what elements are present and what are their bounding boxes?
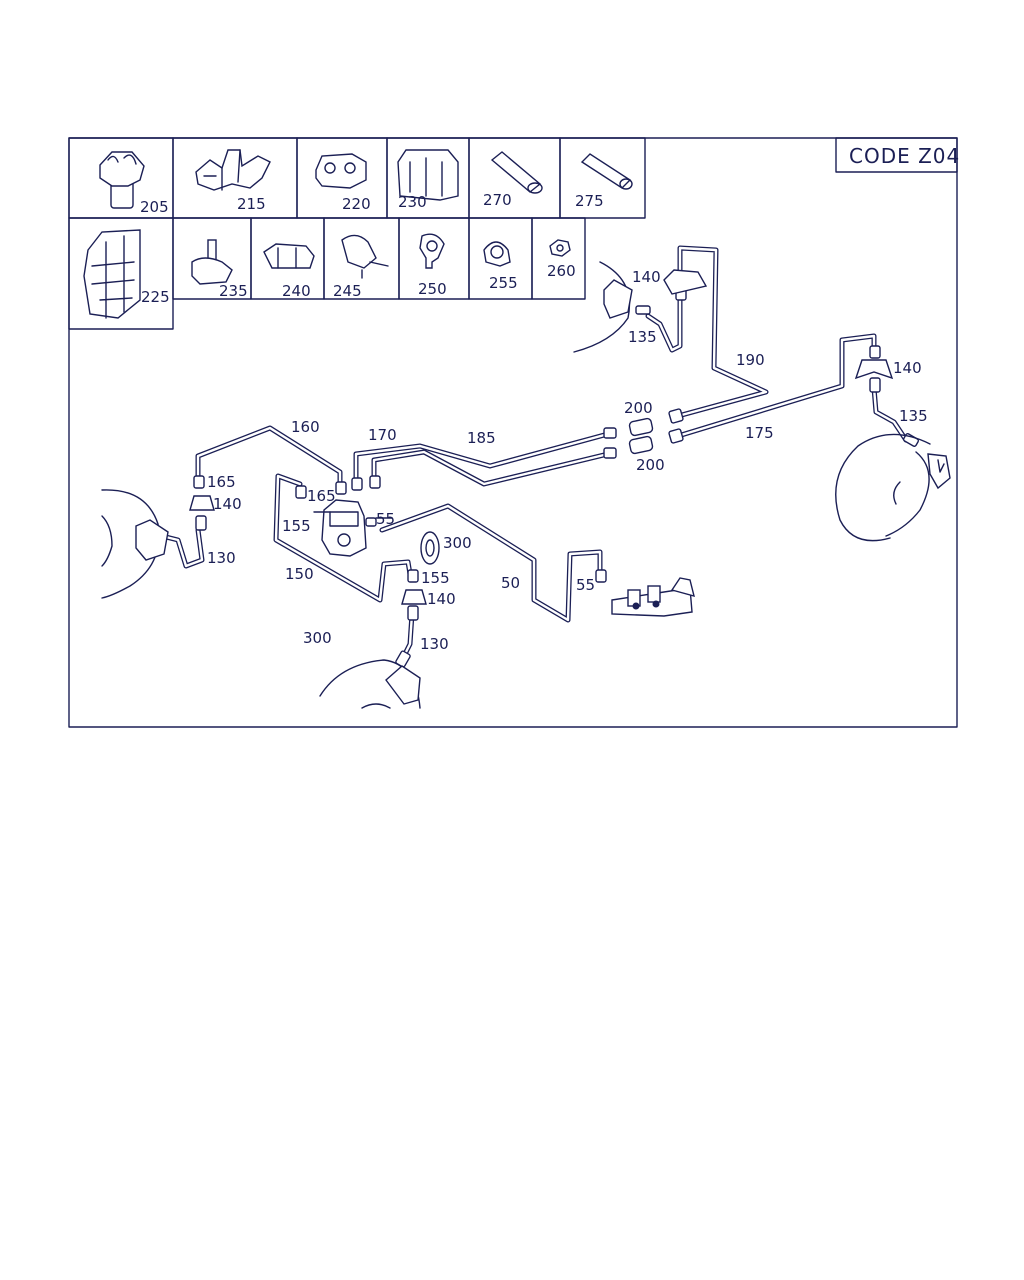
callout-300-low: 300 bbox=[303, 629, 332, 647]
part-label-235: 235 bbox=[219, 282, 248, 300]
callout-155-low: 155 bbox=[421, 569, 450, 587]
part-label-230: 230 bbox=[398, 193, 427, 211]
wheel-bottom bbox=[319, 659, 421, 709]
part-215-clip-icon bbox=[195, 149, 271, 191]
callout-55-mid: 55 bbox=[376, 510, 395, 528]
part-label-255: 255 bbox=[489, 274, 518, 292]
callout-140-low: 140 bbox=[427, 590, 456, 608]
part-250-clip-icon bbox=[419, 233, 445, 269]
callout-190: 190 bbox=[736, 351, 765, 369]
callout-50: 50 bbox=[501, 574, 520, 592]
connector-200-pair bbox=[628, 417, 654, 455]
pipe-fittings bbox=[151, 285, 920, 668]
part-225-bracket-icon bbox=[83, 229, 141, 319]
thumbnail-grid bbox=[68, 137, 646, 330]
bracket-140-low bbox=[401, 589, 427, 605]
code-box: CODE Z04 bbox=[835, 137, 960, 173]
part-220-clip-icon bbox=[315, 153, 367, 189]
part-label-275: 275 bbox=[575, 192, 604, 210]
diagram-frame bbox=[68, 137, 958, 728]
part-label-270: 270 bbox=[483, 191, 512, 209]
part-label-225: 225 bbox=[141, 288, 170, 306]
callout-155-mid: 155 bbox=[282, 517, 311, 535]
callout-200-top: 200 bbox=[624, 399, 653, 417]
part-230-clip-icon bbox=[397, 149, 459, 201]
pipe-175 bbox=[675, 333, 877, 439]
callouts: 140 135 190 140 135 200 200 175 160 170 … bbox=[207, 268, 928, 653]
callout-170: 170 bbox=[368, 426, 397, 444]
callout-160: 160 bbox=[291, 418, 320, 436]
callout-175: 175 bbox=[745, 424, 774, 442]
callout-150: 150 bbox=[285, 565, 314, 583]
callout-300-mid: 300 bbox=[443, 534, 472, 552]
bracket-140-top bbox=[663, 269, 708, 295]
callout-165-mid: 165 bbox=[307, 487, 336, 505]
callout-140-top: 140 bbox=[632, 268, 661, 286]
master-cylinder bbox=[611, 577, 695, 617]
part-240-clip-icon bbox=[263, 243, 315, 269]
part-275-sleeve-icon bbox=[580, 153, 633, 190]
part-205-clip-icon bbox=[99, 151, 145, 209]
part-255-clip-icon bbox=[483, 241, 511, 267]
callout-165-left: 165 bbox=[207, 473, 236, 491]
leader-lines bbox=[313, 511, 393, 519]
part-235-clip-icon bbox=[191, 239, 233, 285]
part-label-240: 240 bbox=[282, 282, 311, 300]
callout-140-left: 140 bbox=[213, 495, 242, 513]
wheel-left bbox=[101, 489, 169, 599]
brake-pipes bbox=[159, 245, 909, 663]
callout-55-right: 55 bbox=[576, 576, 595, 594]
part-label-220: 220 bbox=[342, 195, 371, 213]
part-270-sleeve-icon bbox=[490, 151, 543, 194]
callout-185: 185 bbox=[467, 429, 496, 447]
callout-130-left: 130 bbox=[207, 549, 236, 567]
callout-140-right: 140 bbox=[893, 359, 922, 377]
wheel-right bbox=[835, 433, 951, 542]
callout-130-low: 130 bbox=[420, 635, 449, 653]
callout-135-top: 135 bbox=[628, 328, 657, 346]
grommet-300 bbox=[420, 531, 440, 565]
bracket-140-right bbox=[854, 359, 894, 380]
callout-135-right: 135 bbox=[899, 407, 928, 425]
part-label-205: 205 bbox=[140, 198, 169, 216]
part-260-nut-icon bbox=[549, 239, 571, 257]
brake-distributor bbox=[321, 499, 367, 557]
code-label: CODE Z04 bbox=[849, 144, 960, 168]
bracket-140-left bbox=[189, 495, 215, 511]
callout-200-bottom: 200 bbox=[636, 456, 665, 474]
part-label-245: 245 bbox=[333, 282, 362, 300]
part-label-215: 215 bbox=[237, 195, 266, 213]
wheel-top bbox=[573, 261, 633, 353]
part-label-250: 250 bbox=[418, 280, 447, 298]
part-label-260: 260 bbox=[547, 262, 576, 280]
part-245-union-icon bbox=[341, 234, 389, 279]
